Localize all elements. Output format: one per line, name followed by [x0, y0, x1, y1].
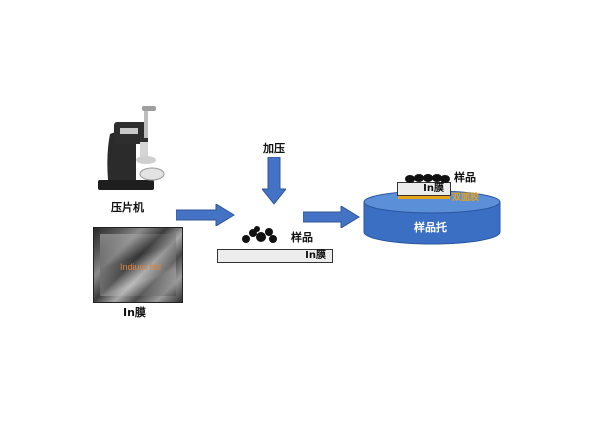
foil-label: In膜: [123, 306, 146, 319]
sample-label-middle: 样品: [291, 231, 313, 244]
film-label-right: In膜: [423, 183, 444, 194]
indium-film-right: In膜: [397, 182, 451, 196]
right-arrow-icon-1: [176, 204, 235, 226]
sample-particles: [242, 226, 277, 243]
film-label-middle: In膜: [305, 250, 326, 261]
indium-film-middle: In膜: [217, 249, 333, 263]
tape-label: 双面胶: [452, 193, 480, 203]
tablet-press-image: [96, 104, 178, 196]
press-label: 压片机: [111, 201, 144, 214]
down-arrow-icon: [262, 157, 286, 205]
foil-sheen: [100, 234, 176, 296]
foil-photo-text: Indium foil: [120, 262, 162, 272]
double-sided-tape: [398, 196, 450, 199]
sample-label-right: 样品: [454, 171, 476, 184]
pressed-sample: [405, 174, 450, 183]
right-arrow-icon-2: [303, 206, 360, 228]
indium-foil-image: Indium foil: [93, 227, 183, 303]
pressure-label: 加压: [263, 142, 285, 155]
holder-label: 样品托: [414, 221, 447, 234]
